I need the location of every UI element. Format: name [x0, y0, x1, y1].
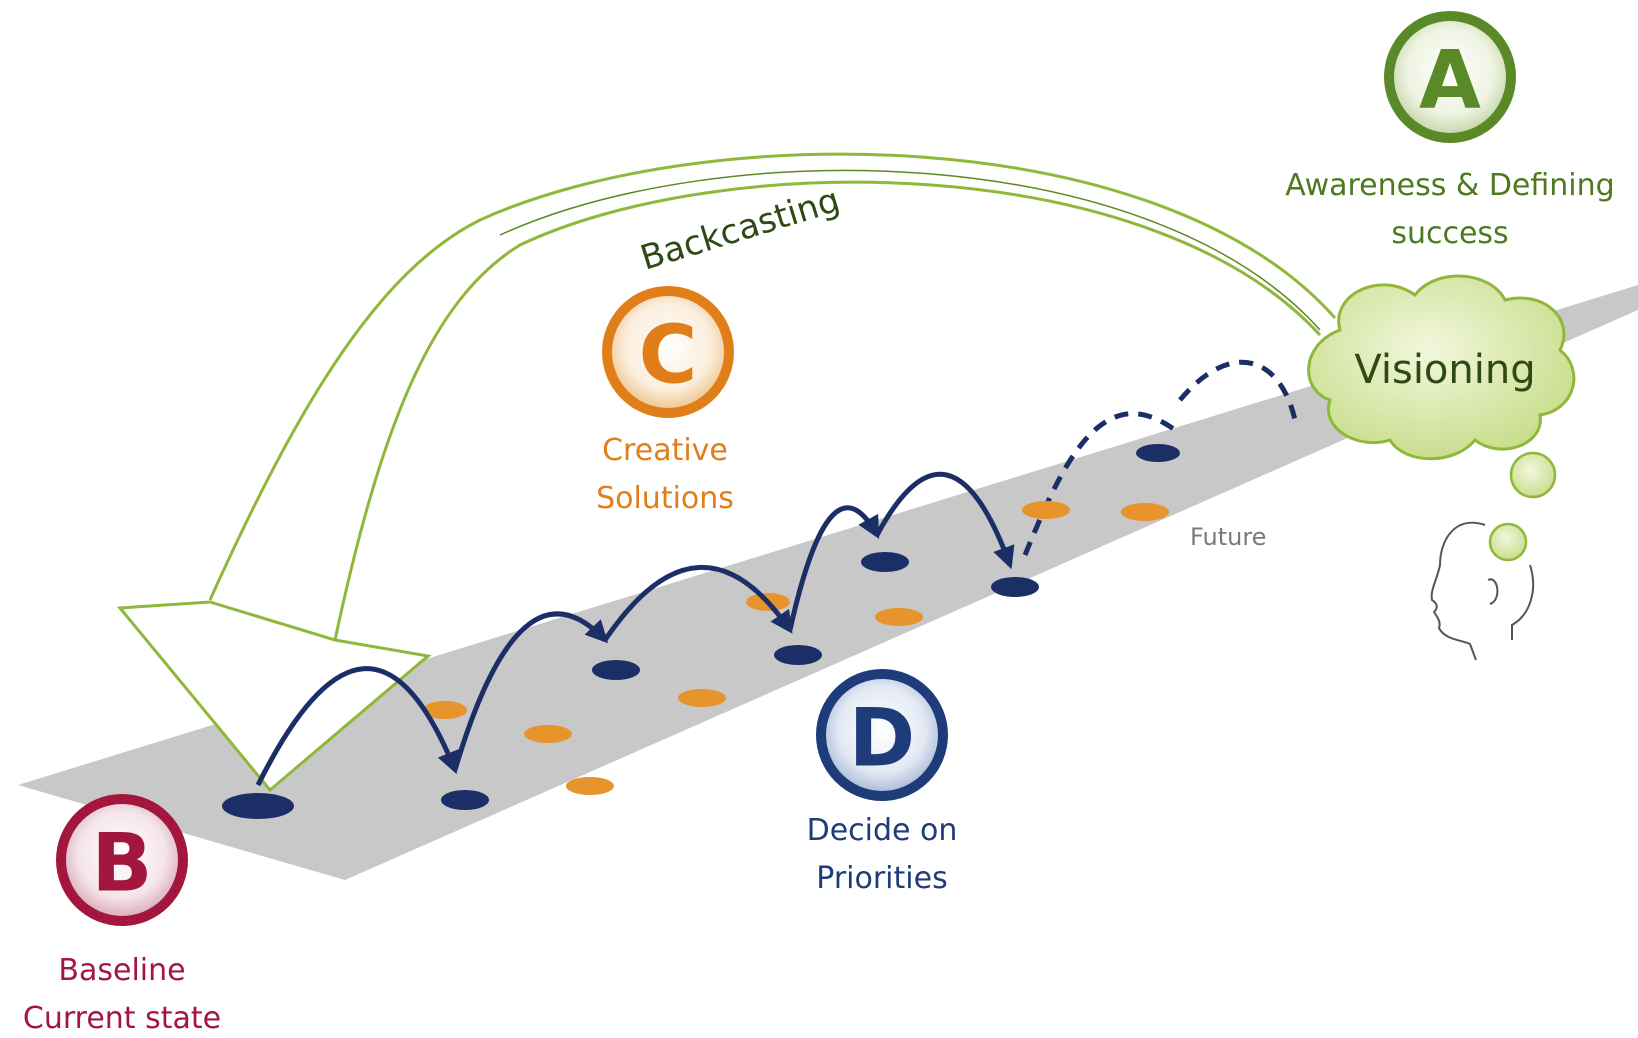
jump-arrow-5 [874, 471, 1015, 570]
orange-step-7 [1022, 501, 1070, 519]
navy-jumps [255, 471, 1015, 787]
orange-step-6 [875, 608, 923, 626]
navy-step-1 [222, 793, 294, 819]
future-jumps [1022, 359, 1298, 556]
visioning-cloud: Visioning [1307, 274, 1576, 562]
navy-step-7 [1136, 444, 1180, 462]
orange-steps [423, 501, 1169, 795]
backcasting-label: Backcasting [636, 180, 844, 278]
label-b-line1: Baseline [58, 953, 185, 988]
jump-arrow-3 [602, 564, 793, 642]
label-d-line2: Priorities [816, 861, 947, 896]
label-b-line2: Current state [23, 1001, 221, 1036]
svg-text:A: A [1419, 34, 1481, 127]
navy-step-2 [441, 790, 489, 810]
svg-text:B: B [92, 817, 153, 910]
jump-arrow-1 [255, 666, 459, 787]
orange-step-3 [566, 777, 614, 795]
navy-step-6 [991, 577, 1039, 597]
jump-arrow-2 [452, 611, 609, 771]
svg-text:Visioning: Visioning [1354, 347, 1535, 393]
future-label: Future [1190, 523, 1266, 551]
badge-c: C [602, 286, 734, 418]
orange-step-2 [524, 725, 572, 743]
navy-step-5 [861, 552, 909, 572]
navy-step-4 [774, 645, 822, 665]
head-sketch-icon [1430, 521, 1535, 661]
label-c-line2: Solutions [596, 481, 734, 516]
badge-a: A [1384, 11, 1516, 143]
backcasting-arrow [116, 152, 1337, 793]
navy-steps [222, 444, 1180, 819]
timeline-path [18, 285, 1638, 880]
jump-arrow-4 [787, 505, 880, 631]
navy-step-3 [592, 660, 640, 680]
svg-text:C: C [639, 309, 698, 402]
label-a-line2: success [1391, 216, 1508, 251]
orange-step-4 [678, 689, 726, 707]
orange-step-1 [423, 701, 467, 719]
badge-d: D [816, 669, 948, 801]
badge-b: B [56, 794, 188, 926]
svg-text:D: D [849, 692, 915, 785]
orange-step-8 [1121, 503, 1169, 521]
label-d-line1: Decide on [807, 813, 958, 848]
label-c-line1: Creative [602, 433, 728, 468]
label-a-line1: Awareness & Defining [1285, 168, 1614, 203]
